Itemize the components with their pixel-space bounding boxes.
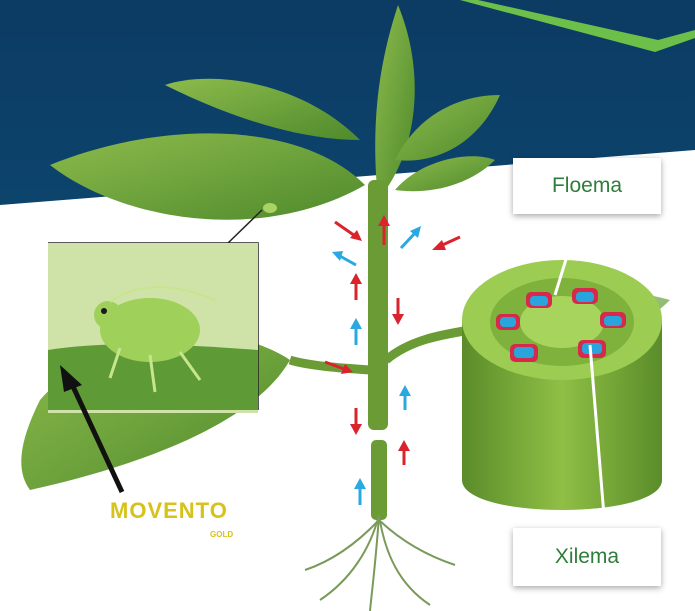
xilema-label: Xilema <box>555 545 619 569</box>
bundle-3 <box>600 312 626 328</box>
aphid-head <box>94 301 122 329</box>
bundle-6 <box>496 314 520 330</box>
plant-stem-lower <box>371 440 387 520</box>
brand-name: MOVENTO <box>110 500 260 522</box>
floema-label: Floema <box>552 174 622 198</box>
stem-cross-section <box>462 260 662 510</box>
bundle-2 <box>572 288 598 304</box>
brand-sub: GOLD <box>210 530 233 539</box>
xilema-label-box: Xilema <box>513 528 661 586</box>
bundle-5 <box>510 344 538 362</box>
aphid-small-on-leaf <box>263 203 277 213</box>
bundle-1 <box>526 292 552 308</box>
aphid-eye <box>101 308 107 314</box>
floema-label-box: Floema <box>513 158 661 214</box>
movento-gold-logo: MOVENTO GOLD <box>110 500 260 522</box>
